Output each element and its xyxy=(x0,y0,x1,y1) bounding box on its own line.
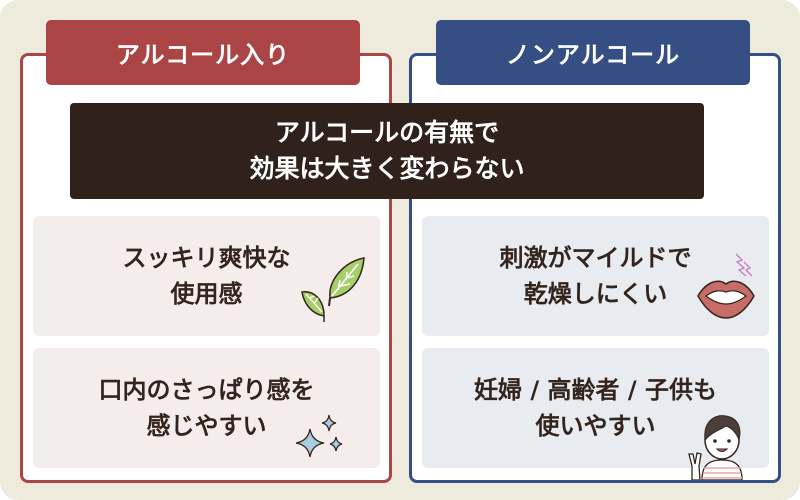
card-line-2: 感じやすい xyxy=(146,412,267,440)
card-line-2: 使用感 xyxy=(170,280,243,308)
leaf-icon xyxy=(301,257,365,322)
lips-icon xyxy=(697,253,755,319)
card-line-1: 口内のさっぱり感を xyxy=(98,376,315,404)
card-line-1: 妊婦 / 高齢者 / 子供も xyxy=(474,376,717,404)
banner-line-1: アルコールの有無で xyxy=(274,118,500,147)
card-line-1: スッキリ爽快な xyxy=(122,244,291,272)
card-line-2: 乾燥しにくい xyxy=(523,280,668,308)
header-alcohol-label: アルコール入り xyxy=(115,41,291,69)
header-non-alcohol: ノンアルコール xyxy=(436,20,750,85)
card-easy-use: 妊婦 / 高齢者 / 子供も 使いやすい xyxy=(422,348,769,468)
child-peace-sign-icon xyxy=(688,415,743,480)
header-alcohol: アルコール入り xyxy=(46,20,360,85)
banner-line-2: 効果は大きく変わらない xyxy=(249,154,525,183)
card-line-2: 使いやすい xyxy=(535,412,656,440)
header-non-alcohol-label: ノンアルコール xyxy=(505,41,681,69)
conclusion-banner: アルコールの有無で 効果は大きく変わらない xyxy=(70,103,704,199)
card-fresh-mouth: 口内のさっぱり感を 感じやすい xyxy=(33,348,380,468)
card-line-1: 刺激がマイルドで xyxy=(499,244,692,272)
sparkle-icon xyxy=(296,414,343,458)
card-mild: 刺激がマイルドで 乾燥しにくい xyxy=(422,216,769,336)
